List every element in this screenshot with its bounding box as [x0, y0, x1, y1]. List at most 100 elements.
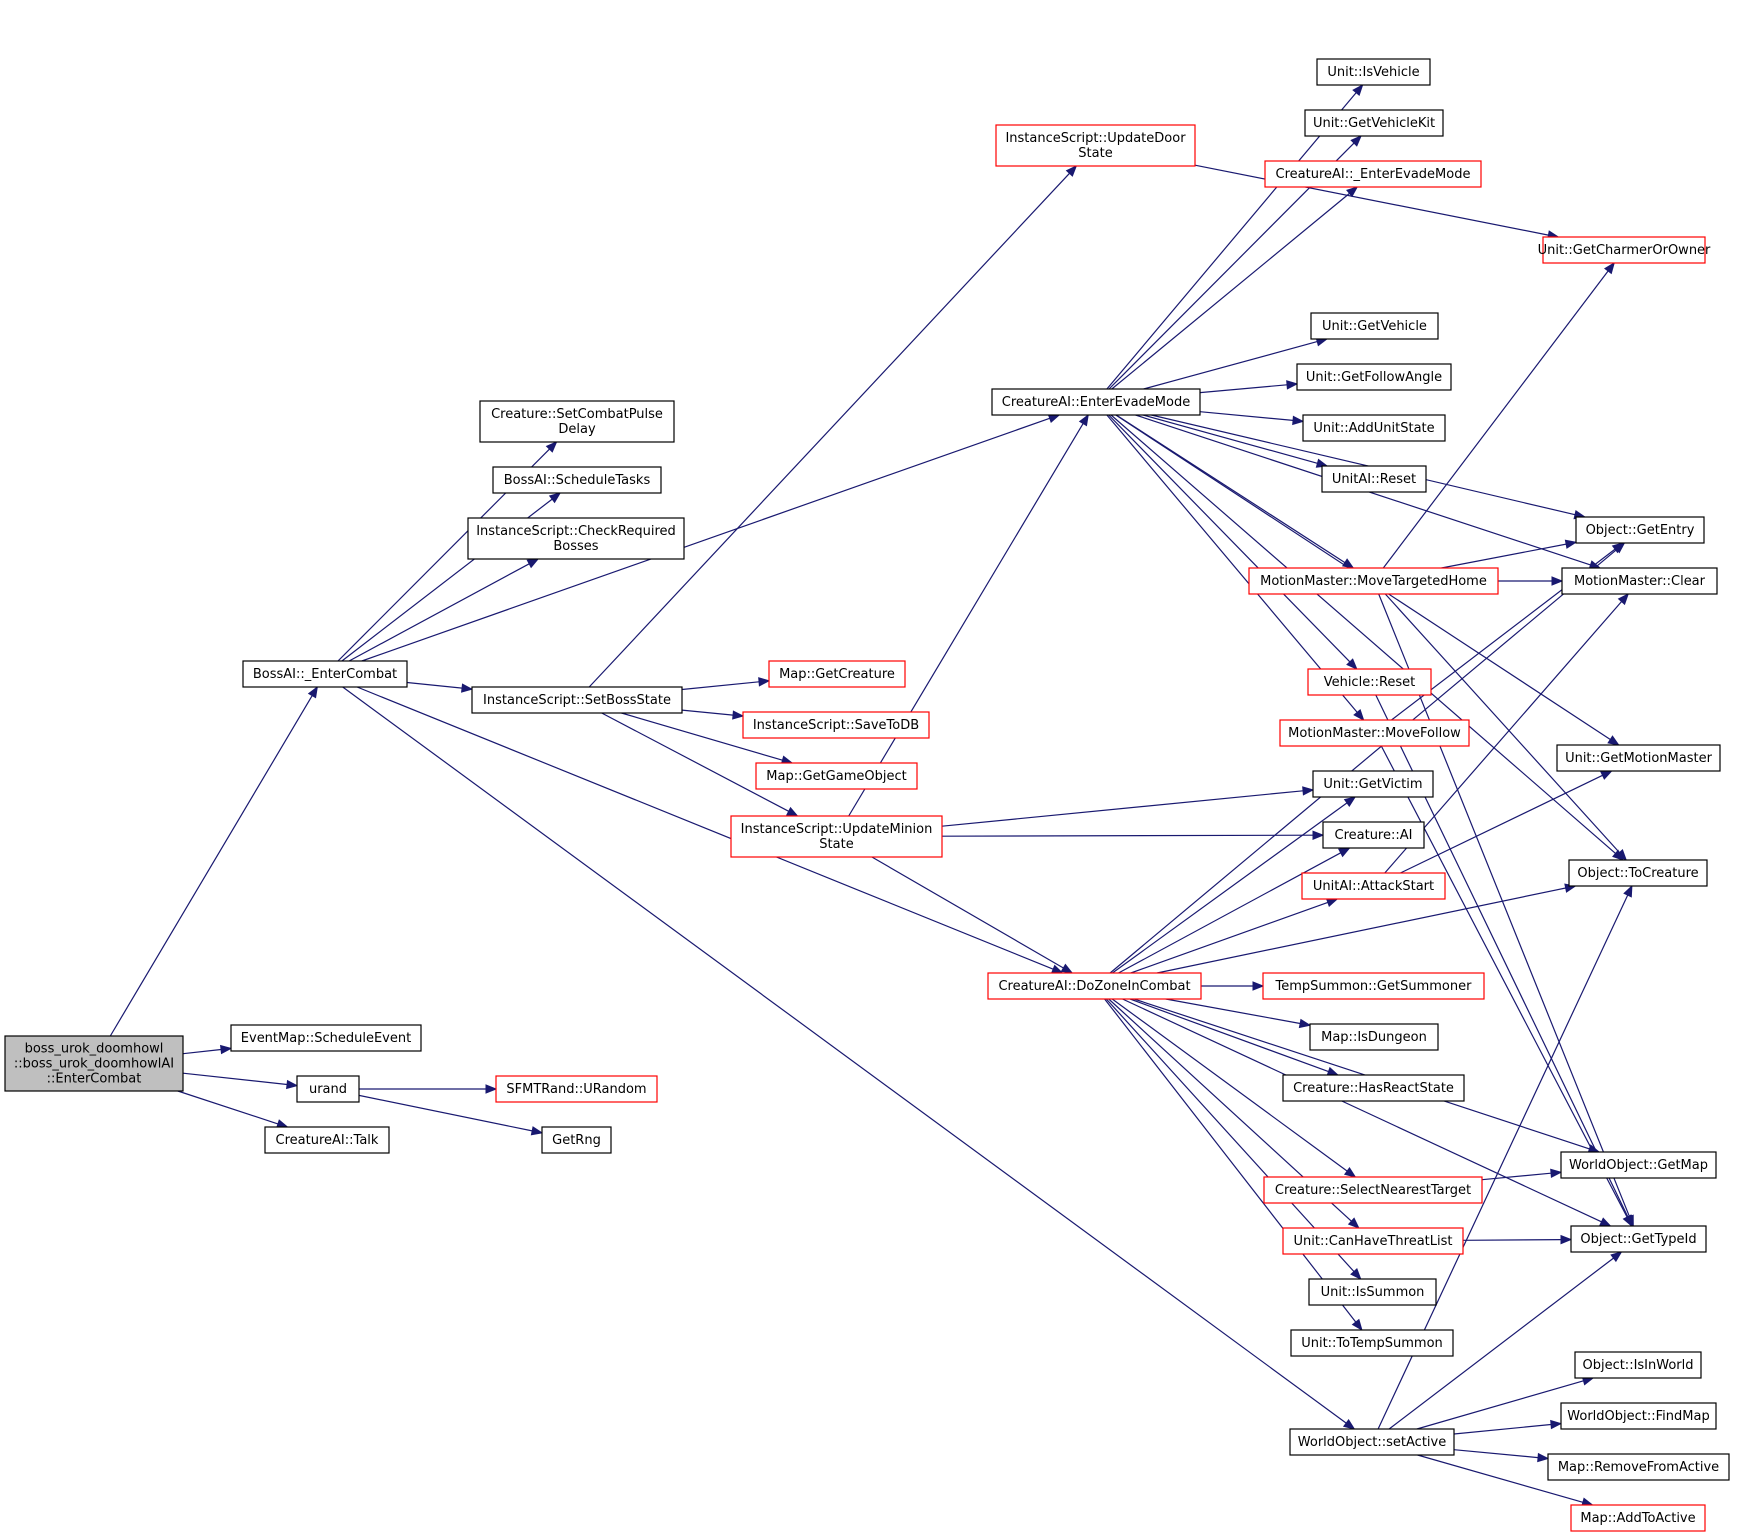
edge-creatureai_dozoneincombat-to-unit_issummon [1105, 998, 1362, 1280]
node-instancescript_setbossstate[interactable]: InstanceScript::SetBossState [471, 686, 683, 714]
arrowhead [1615, 849, 1628, 861]
node-unit_getvehicle[interactable]: Unit::GetVehicle [1310, 312, 1439, 340]
edge-root-to-bossai_entercombat [109, 685, 318, 1037]
node-box [755, 762, 918, 790]
node-creatureai_enterevademode[interactable]: CreatureAI::EnterEvadeMode [991, 388, 1201, 416]
node-label: MotionMaster::MoveFollow [1288, 726, 1461, 741]
node-label: Unit::CanHaveThreatList [1294, 1234, 1453, 1249]
node-eventmap_scheduleevent[interactable]: EventMap::ScheduleEvent [230, 1024, 422, 1052]
node-box [1574, 1351, 1702, 1379]
node-label: Unit::IsVehicle [1327, 65, 1419, 80]
arrowhead [1604, 261, 1616, 275]
node-vehicle_reset[interactable]: Vehicle::Reset [1307, 668, 1432, 696]
node-creatureai_dozoneincombat[interactable]: CreatureAI::DoZoneInCombat [987, 972, 1202, 1000]
arrowhead [1343, 796, 1357, 807]
node-creatureai__enterevademode[interactable]: CreatureAI::_EnterEvadeMode [1264, 160, 1482, 188]
node-unit_getvehiclekit[interactable]: Unit::GetVehicleKit [1304, 109, 1444, 137]
node-bossai_entercombat[interactable]: BossAI::_EnterCombat [242, 660, 408, 688]
edge-bossai_entercombat-to-creatureai_dozoneincombat [356, 686, 1064, 974]
arrowhead [1078, 413, 1089, 427]
node-box [264, 1126, 390, 1154]
arrowhead [1600, 770, 1613, 780]
arrowhead [1338, 847, 1351, 858]
node-object_getentry[interactable]: Object::GetEntry [1575, 516, 1705, 544]
node-motionmaster_clear[interactable]: MotionMaster::Clear [1561, 567, 1718, 595]
node-map_getcreature[interactable]: Map::GetCreature [768, 660, 906, 688]
node-box [1322, 821, 1425, 849]
arrowhead [1351, 1318, 1363, 1332]
arrowhead [485, 1084, 498, 1094]
node-unit_totempsummon[interactable]: Unit::ToTempSummon [1290, 1329, 1454, 1357]
edge-creatureai_dozoneincombat-to-object_getentry [1109, 542, 1626, 974]
node-label: UnitAI::Reset [1332, 472, 1416, 487]
node-urand[interactable]: urand [296, 1075, 360, 1103]
arrowhead [1622, 1214, 1633, 1228]
node-creature_ai[interactable]: Creature::AI [1322, 821, 1425, 849]
node-map_isdungeon[interactable]: Map::IsDungeon [1309, 1023, 1439, 1051]
node-label: boss_urok_doomhowl [25, 1042, 164, 1057]
node-unitai_attackstart[interactable]: UnitAI::AttackStart [1301, 872, 1446, 900]
node-creatureai_talk[interactable]: CreatureAI::Talk [264, 1126, 390, 1154]
node-root[interactable]: boss_urok_doomhowl::boss_urok_doomhowlAI… [4, 1035, 184, 1092]
edge-instancescript_updateminionstate-to-creature_ai [941, 830, 1325, 840]
node-box [1289, 1428, 1455, 1456]
node-box [1560, 1402, 1717, 1430]
node-motionmaster_movefollow[interactable]: MotionMaster::MoveFollow [1279, 719, 1470, 747]
arrowhead [1560, 1234, 1573, 1245]
edge-instancescript_setbossstate-to-instancescript_updatedoorstate [588, 165, 1078, 688]
node-box [1570, 1225, 1707, 1253]
node-object_tocreature[interactable]: Object::ToCreature [1568, 859, 1708, 887]
arrowhead [1599, 1217, 1612, 1227]
edge-creatureai_enterevademode-to-unit_getfollowangle [1199, 380, 1299, 394]
node-label: Object::GetEntry [1586, 523, 1695, 538]
node-box [1307, 668, 1432, 696]
node-worldobject_setactive[interactable]: WorldObject::setActive [1289, 1428, 1455, 1456]
node-object_isinworld[interactable]: Object::IsInWorld [1574, 1351, 1702, 1379]
node-bossai_scheduletasks[interactable]: BossAI::ScheduleTasks [492, 466, 662, 494]
node-label: InstanceScript::SaveToDB [753, 718, 919, 733]
node-box [1282, 1227, 1464, 1255]
node-box [1310, 312, 1439, 340]
edge-root-to-urand [182, 1072, 299, 1090]
node-box [1282, 1074, 1465, 1102]
node-box [987, 972, 1202, 1000]
node-worldobject_getmap[interactable]: WorldObject::GetMap [1560, 1151, 1717, 1179]
node-unit_issummon[interactable]: Unit::IsSummon [1308, 1278, 1437, 1306]
node-map_getgameobject[interactable]: Map::GetGameObject [755, 762, 918, 790]
node-unitai_reset[interactable]: UnitAI::Reset [1321, 465, 1427, 493]
node-map_addtoactive[interactable]: Map::AddToActive [1570, 1504, 1706, 1532]
node-object_gettypeid[interactable]: Object::GetTypeId [1570, 1225, 1707, 1253]
node-instancescript_savetodb[interactable]: InstanceScript::SaveToDB [742, 711, 930, 739]
node-unit_canhavethreatlist[interactable]: Unit::CanHaveThreatList [1282, 1227, 1464, 1255]
node-getrng[interactable]: GetRng [541, 1126, 612, 1154]
node-unit_addunitstate[interactable]: Unit::AddUnitState [1302, 414, 1446, 442]
node-unit_getfollowangle[interactable]: Unit::GetFollowAngle [1296, 363, 1452, 391]
node-unit_isvehicle[interactable]: Unit::IsVehicle [1316, 58, 1431, 86]
node-unit_getvictim[interactable]: Unit::GetVictim [1312, 770, 1434, 798]
node-box [1561, 567, 1718, 595]
arrowhead [1564, 539, 1578, 549]
node-box [1309, 1023, 1439, 1051]
node-box [1302, 414, 1446, 442]
node-creature_selectnearesttarget[interactable]: Creature::SelectNearestTarget [1263, 1176, 1483, 1204]
node-box [492, 466, 662, 494]
node-worldobject_findmap[interactable]: WorldObject::FindMap [1560, 1402, 1717, 1430]
node-creature_hasreactstate[interactable]: Creature::HasReactState [1282, 1074, 1465, 1102]
node-tempsummon_getsummoner[interactable]: TempSummon::GetSummoner [1262, 972, 1485, 1000]
node-map_removefromactive[interactable]: Map::RemoveFromActive [1547, 1453, 1730, 1481]
node-box [230, 1024, 422, 1052]
node-unit_getmotionmaster[interactable]: Unit::GetMotionMaster [1556, 744, 1721, 772]
arrowhead [1350, 135, 1362, 147]
node-motionmaster_movetargetedhome[interactable]: MotionMaster::MoveTargetedHome [1248, 567, 1499, 595]
edge-instancescript_setbossstate-to-instancescript_savetodb [681, 709, 745, 720]
node-unit_getcharmerorowner[interactable]: Unit::GetCharmerOrOwner [1538, 236, 1711, 264]
node-label: Unit::IsSummon [1321, 1285, 1425, 1300]
edge-unitai_attackstart-to-unit_getmotionmaster [1400, 770, 1613, 874]
node-sfmtrand_urandom[interactable]: SFMTRand::URandom [495, 1075, 658, 1103]
arrowhead [1551, 576, 1564, 586]
